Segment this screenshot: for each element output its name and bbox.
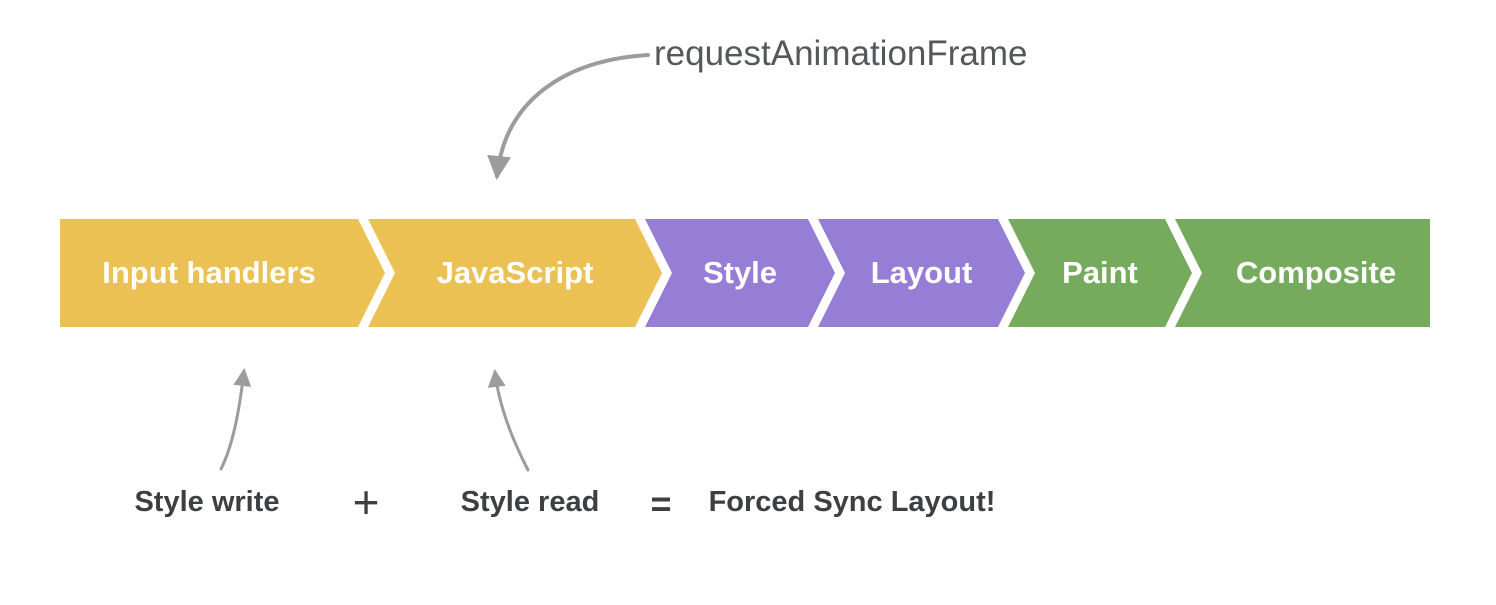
segment-layout: Layout [818, 219, 1025, 327]
raf-arrow-icon [487, 53, 650, 180]
segment-input-handlers: Input handlers [60, 219, 385, 327]
request-animation-frame-label: requestAnimationFrame [654, 34, 1028, 73]
equals-operator: = [650, 483, 672, 524]
segment-javascript: JavaScript [368, 219, 662, 327]
style-read-label: Style read [460, 486, 600, 518]
segment-paint: Paint [1008, 219, 1192, 327]
forced-sync-layout-label: Forced Sync Layout! [708, 486, 996, 518]
segment-composite: Composite [1175, 219, 1430, 327]
style-write-arrow-icon [219, 368, 252, 471]
plus-operator: + [352, 476, 380, 528]
style-read-arrow-icon [487, 369, 530, 472]
pipeline-bar: Input handlers JavaScript Style Layout P… [0, 219, 1496, 327]
segment-style: Style [645, 219, 835, 327]
style-write-label: Style write [134, 486, 280, 518]
